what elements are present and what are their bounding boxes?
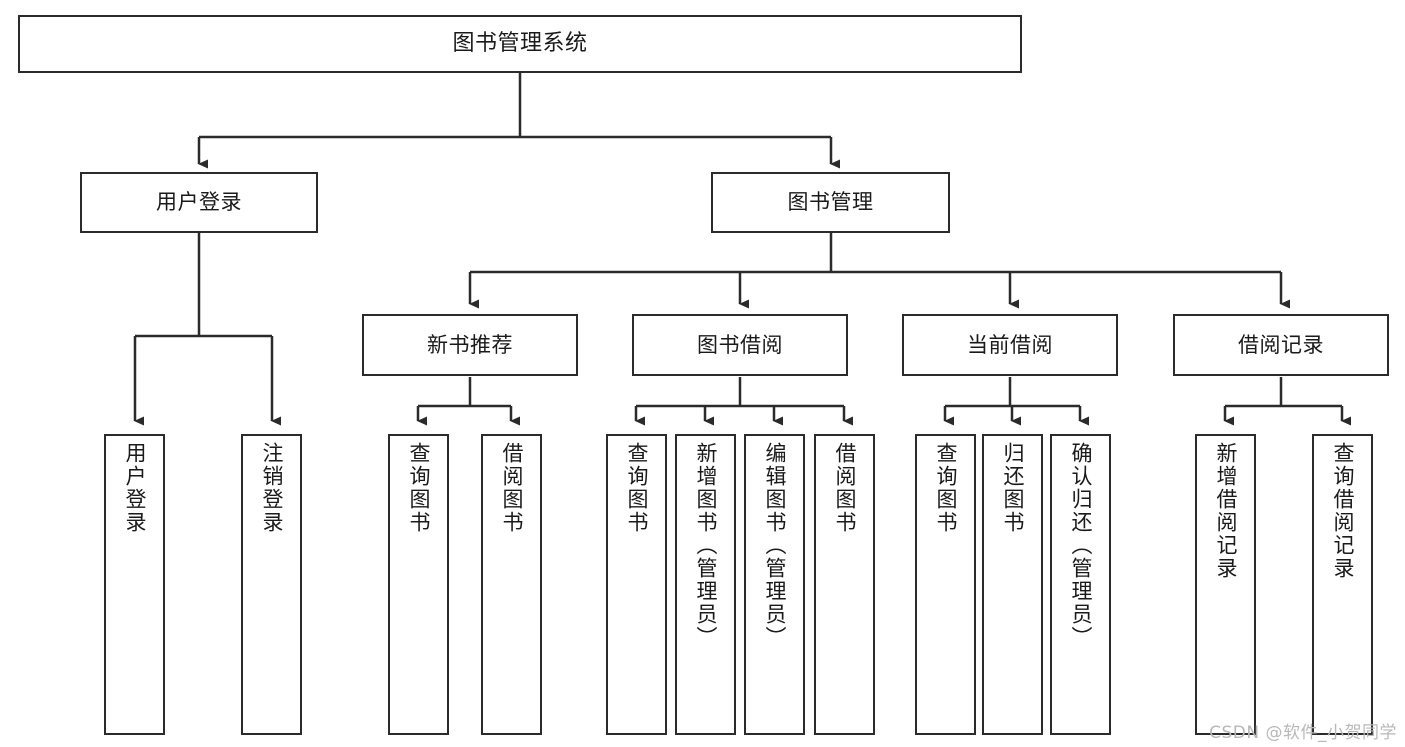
node-leaf-add-record-label: 新增借阅记录 (1214, 442, 1238, 580)
node-leaf-return-book-label: 归还图书 (1001, 442, 1025, 534)
connector-group-current-borrow (943, 377, 1089, 426)
connector-group-new-book-rec (416, 377, 520, 426)
node-borrow-record-label: 借阅记录 (1238, 332, 1324, 357)
node-leaf-query-record-label: 查询借阅记录 (1331, 442, 1355, 580)
connector-group-root (197, 73, 840, 169)
node-book-borrow[interactable]: 图书借阅 (632, 314, 848, 376)
node-leaf-query-book-1[interactable]: 查询图书 (388, 434, 449, 735)
node-leaf-edit-book[interactable]: 编辑图书（管理员） (744, 434, 805, 735)
node-new-book-rec[interactable]: 新书推荐 (362, 314, 578, 376)
node-current-borrow[interactable]: 当前借阅 (902, 314, 1118, 376)
node-new-book-rec-label: 新书推荐 (427, 332, 513, 357)
node-leaf-borrow-book-1[interactable]: 借阅图书 (481, 434, 542, 735)
node-root-label: 图书管理系统 (452, 31, 588, 57)
node-leaf-edit-book-label: 编辑图书（管理员） (763, 442, 787, 649)
node-leaf-query-record[interactable]: 查询借阅记录 (1312, 434, 1373, 735)
node-book-manage-label: 图书管理 (787, 190, 874, 215)
node-leaf-query-book-1-label: 查询图书 (407, 442, 431, 534)
connector-group-book-borrow (634, 377, 853, 426)
node-leaf-borrow-book-2[interactable]: 借阅图书 (814, 434, 875, 735)
connector-group-book-manage (468, 233, 1290, 309)
node-leaf-user-login-label: 用户登录 (123, 442, 147, 534)
node-root[interactable]: 图书管理系统 (18, 15, 1022, 73)
node-leaf-return-book[interactable]: 归还图书 (982, 434, 1043, 735)
node-leaf-borrow-book-1-label: 借阅图书 (500, 442, 524, 534)
node-current-borrow-label: 当前借阅 (967, 332, 1053, 357)
node-user-login-label: 用户登录 (156, 190, 242, 215)
node-leaf-add-book-label: 新增图书（管理员） (694, 442, 718, 649)
node-leaf-confirm-return[interactable]: 确认归还（管理员） (1050, 434, 1111, 735)
node-leaf-logout-label: 注销登录 (260, 442, 284, 534)
node-leaf-query-book-2[interactable]: 查询图书 (606, 434, 667, 735)
node-leaf-query-book-3-label: 查询图书 (934, 442, 958, 534)
node-user-login[interactable]: 用户登录 (80, 172, 318, 233)
node-leaf-borrow-book-2-label: 借阅图书 (833, 442, 857, 534)
node-book-borrow-label: 图书借阅 (697, 332, 783, 357)
connector-group-user-login (133, 233, 281, 426)
node-leaf-confirm-return-label: 确认归还（管理员） (1069, 442, 1093, 649)
node-borrow-record[interactable]: 借阅记录 (1173, 314, 1389, 376)
node-leaf-add-record[interactable]: 新增借阅记录 (1195, 434, 1256, 735)
node-leaf-user-login[interactable]: 用户登录 (104, 434, 165, 735)
node-leaf-logout[interactable]: 注销登录 (241, 434, 302, 735)
node-leaf-add-book[interactable]: 新增图书（管理员） (675, 434, 736, 735)
node-leaf-query-book-2-label: 查询图书 (625, 442, 649, 534)
node-book-manage[interactable]: 图书管理 (711, 172, 950, 233)
connector-group-borrow-record (1223, 377, 1351, 426)
node-leaf-query-book-3[interactable]: 查询图书 (915, 434, 976, 735)
